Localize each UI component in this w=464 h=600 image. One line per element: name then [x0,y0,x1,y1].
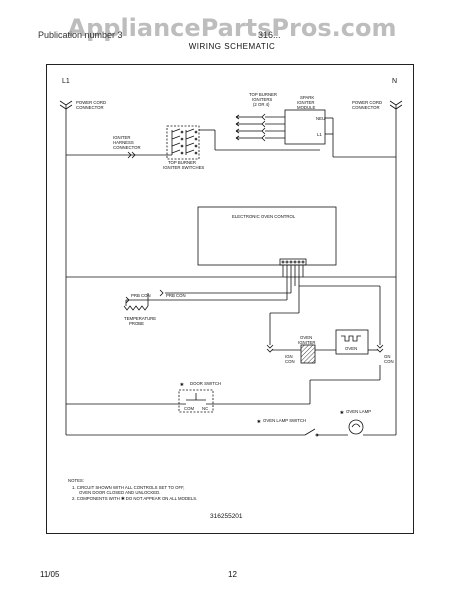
ign-con-connector-icon [266,344,274,353]
oven-lamp-icon [348,419,364,435]
top-burner-switches-label-1: TOP BURNER [168,160,196,165]
power-cord-connector-left-icon [59,100,73,110]
note-1a: 1. CIRCUIT SHOWN WITH ALL CONTROLS SET T… [72,485,184,490]
oven-igniter-label-2: IGNITER [298,340,315,345]
top-burner-switches-label-2: IGNITER SWITCHES [163,165,204,170]
oven-valve-coil-icon [341,335,361,342]
oven-igniter-icon [300,344,316,364]
door-switch-asterisk: ✱ [180,382,184,387]
lamp-switch-asterisk: ✱ [257,419,261,424]
top-burner-switches-box [166,125,200,160]
igniter-harness-connector-icon [127,151,136,159]
igniter-harness-label-2: HARNESS [113,140,134,145]
top-burner-switches-icon [171,128,198,155]
power-cord-connector-right-icon [389,100,403,110]
spark-module-label-2: IGNITER [297,100,314,105]
oven-lamp-label: OVEN LAMP [346,409,371,414]
door-switch-com-label: COM [184,406,194,411]
temp-probe-label-2: PROBE [129,321,144,326]
top-burner-igniters-label-2: IGNITERS [252,97,272,102]
door-switch-nc-label: NC [202,406,208,411]
header-ref: 316... [258,30,281,40]
prb-con-label-1: PRB CON [131,293,151,298]
spark-module-label-1: SPARK [300,95,314,100]
oven-lamp-switch-label: OVEN LAMP SWITCH [263,418,306,423]
eoc-terminals-icon [281,260,305,264]
top-burner-igniters-icon [235,113,285,142]
power-cord-left-label-2: CONNECTOR [76,105,104,110]
note-2: 2. COMPONENTS WITH ✱ DO NOT APPEAR ON AL… [72,496,197,501]
oven-lamp-asterisk: ✱ [340,410,344,415]
module-l1-label: L1 [317,132,322,137]
header-publication: Publication number 3 [38,30,123,40]
spark-module-label-3: MODULE [297,105,316,110]
igniter-harness-label-1: IGNITER [113,135,130,140]
electronic-oven-control-box [197,206,337,266]
footer-date: 11/05 [40,570,60,579]
power-cord-right-label-2: CONNECTOR [352,105,380,110]
watermark: AppliancePartsPros.com [67,14,397,42]
footer-page: 12 [228,570,237,579]
oven-lamp-switch-icon [304,428,316,436]
notes-heading: NOTES: [68,478,84,483]
gn-con-label-2: CON [384,359,394,364]
power-cord-right-label-1: POWER CORD [352,100,382,105]
l1-label: L1 [62,78,70,85]
oven-igniter-label-1: OVEN [300,335,312,340]
eoc-label: ELECTRONIC OVEN CONTROL [232,214,296,219]
eoc-terminal-block [279,258,307,266]
n-label: N [392,78,397,85]
module-neu-label: NEU [316,116,325,121]
power-cord-left-label-1: POWER CORD [76,100,106,105]
spark-igniter-module-box [284,109,326,145]
oven-valve-label: OVEN [345,346,357,351]
top-burner-igniters-label-1: TOP BURNER [249,92,277,97]
gn-con-connector-icon [376,344,384,353]
door-switch-label: DOOR SWITCH [190,381,221,386]
page-title: WIRING SCHEMATIC [188,42,276,51]
temp-probe-label-1: TEMPERATURE [124,316,156,321]
schematic-frame [46,64,414,534]
oven-valve-box [335,329,369,355]
temperature-probe-icon [123,305,149,311]
part-number: 316255201 [210,513,243,520]
prb-con-label-2: PRB CON [166,293,186,298]
top-burner-igniters-label-3: (2 OR 4) [253,102,270,107]
ign-con-label-1: IGN [285,354,293,359]
ign-con-label-2: CON [285,359,295,364]
probe-connector-icon [125,289,164,304]
note-1b: OVEN DOOR CLOSED AND UNLOCKED. [79,490,160,495]
igniter-harness-label-3: CONNECTOR [113,145,141,150]
gn-con-label-1: GN [384,354,390,359]
